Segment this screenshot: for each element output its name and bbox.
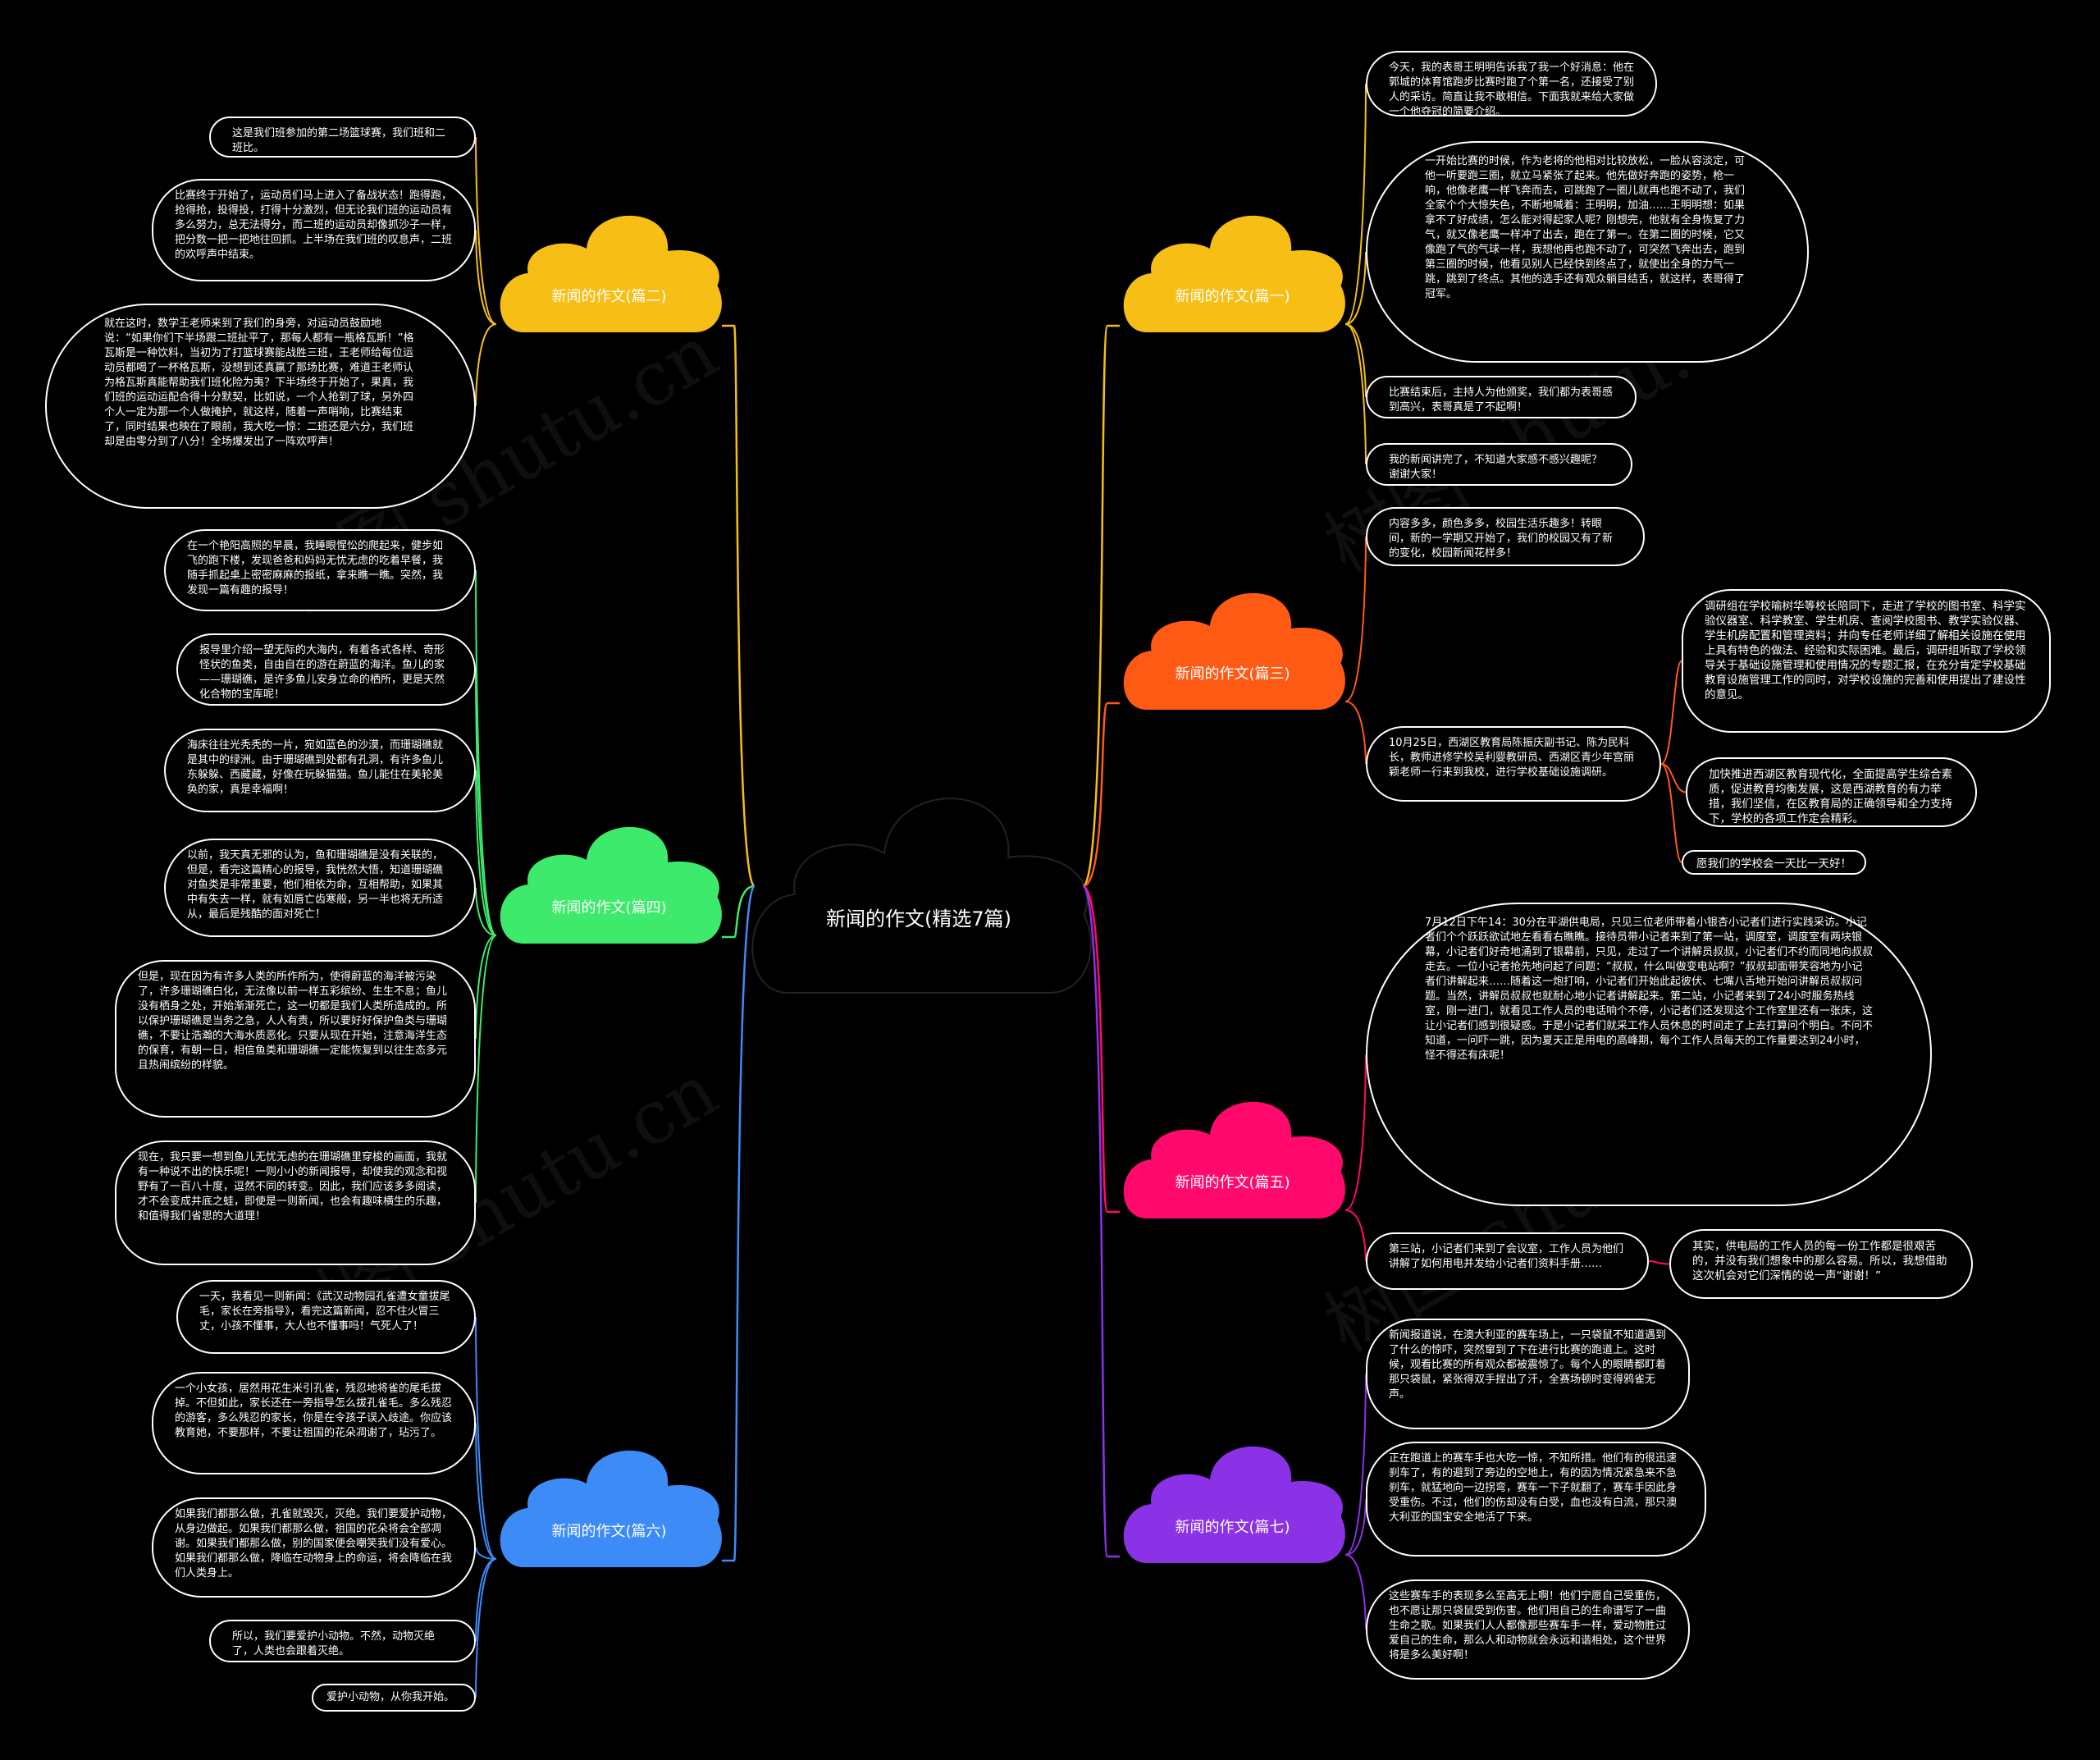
leaf-connector-b6	[475, 1423, 497, 1560]
branch-label-b6[interactable]: 新闻的作文(篇六)	[551, 1523, 667, 1540]
branch-label-b5[interactable]: 新闻的作文(篇五)	[1175, 1174, 1290, 1191]
leaf-connector-b3	[1344, 536, 1367, 702]
branch-cloud-b5	[1123, 1101, 1345, 1218]
subleaf-node-b3[interactable]: 调研组在学校喻树华等校长陪同下，走进了学校的图书室、科学实验仪器室、科学教室、学…	[1682, 589, 2051, 733]
leaf-connector-b7	[1344, 1554, 1367, 1630]
leaf-node-b6[interactable]: 一天，我看见一则新闻：《武汉动物园孔雀遭女童拔尾毛，家长在旁指导》，看完这篇新闻…	[176, 1280, 476, 1354]
subleaf-node-b3[interactable]: 愿我们的学校会一天比一天好！	[1682, 850, 1866, 875]
branch-cloud-b1	[1123, 215, 1345, 332]
leaf-node-b7[interactable]: 这些赛车手的表现多么至高无上啊！他们宁愿自己受重伤，也不愿让那只袋鼠受到伤害。他…	[1366, 1579, 1690, 1680]
subleaf-connector-b3	[1660, 763, 1682, 863]
branch-connector-b1	[1081, 324, 1120, 888]
leaf-node-b4[interactable]: 海床往往光秃秃的一片，宛如蓝色的沙漠，而珊瑚礁就是其中的绿洲。由于珊瑚礁到处都有…	[164, 729, 476, 812]
leaf-node-b1[interactable]: 今天，我的表哥王明明告诉我了我一个好消息：他在郭城的体育馆跑步比赛时跑了个第一名…	[1366, 51, 1657, 118]
leaf-connector-b1	[1344, 323, 1367, 465]
branch-cloud-b7	[1123, 1446, 1345, 1563]
leaf-connector-b4	[475, 569, 497, 936]
branch-cloud-b6	[500, 1450, 722, 1567]
leaf-connector-b4	[475, 935, 497, 1204]
leaf-node-b1[interactable]: 一开始比赛的时候，作为老将的他相对比较放松，一脸从容淡定，可他一听要跑三圈，就立…	[1366, 141, 1809, 363]
leaf-connector-b4	[475, 770, 497, 936]
leaf-node-b6[interactable]: 所以，我们要爱护小动物。不然，动物灭绝了，人类也会跟着灭绝。	[209, 1620, 476, 1662]
branch-label-b2[interactable]: 新闻的作文(篇二)	[551, 288, 667, 305]
leaf-node-b2[interactable]: 这是我们班参加的第二场篮球赛，我们班和二班比。	[209, 117, 476, 158]
branch-label-b4[interactable]: 新闻的作文(篇四)	[551, 899, 667, 917]
subleaf-connector-b3	[1660, 660, 1682, 765]
mindmap-title: 新闻的作文(精选7篇)	[826, 907, 1011, 930]
leaf-node-b3[interactable]: 10月25日，西湖区教育局陈振庆副书记、陈为民科长，教师进修学校吴利婴教研员、西…	[1366, 726, 1661, 802]
leaf-node-b3[interactable]: 内容多多，颜色多多，校园生活乐趣多！转眼间，新的一学期又开始了，我们的校园又有了…	[1366, 507, 1645, 566]
leaf-node-b5[interactable]: 7月12日下午14：30分在平湖供电局，只见三位老师带着小银杏小记者们进行实践采…	[1366, 903, 1932, 1206]
subleaf-connector-b5	[1648, 1260, 1670, 1265]
subleaf-connector-b3	[1660, 763, 1687, 793]
subleaf-node-b5[interactable]: 其实，供电局的工作人员的每一份工作都是很艰苦的，并没有我们想象中的那么容易。所以…	[1669, 1229, 1973, 1299]
leaf-connector-b1	[1344, 83, 1367, 325]
branch-cloud-b3	[1123, 592, 1345, 710]
leaf-connector-b3	[1344, 701, 1367, 765]
subleaf-node-b3[interactable]: 加快推进西湖区教育现代化，全面提高学生综合素质，促进教育均衡发展，这是西湖教育的…	[1686, 757, 1977, 827]
branch-label-b3[interactable]: 新闻的作文(篇三)	[1175, 665, 1290, 683]
leaf-node-b6[interactable]: 如果我们都那么做，孔雀就毁灭，灭绝。我们要爱护动物，从身边做起。如果我们都那么做…	[152, 1497, 476, 1598]
center-cloud	[751, 798, 1092, 994]
branch-label-b7[interactable]: 新闻的作文(篇七)	[1175, 1519, 1290, 1536]
leaf-node-b7[interactable]: 正在跑道上的赛车手也大吃一惊，不知所措。他们有的很迅速刹车了，有的避到了旁边的空…	[1366, 1442, 1706, 1557]
branch-connector-b6	[722, 885, 756, 1562]
branch-connector-b3	[1082, 702, 1120, 888]
branch-label-b1[interactable]: 新闻的作文(篇一)	[1175, 288, 1290, 305]
leaf-node-b6[interactable]: 一个小女孩，居然用花生米引孔雀，残忍地将雀的尾毛拔掉。不但如此，家长还在一旁指导…	[152, 1372, 476, 1474]
leaf-node-b2[interactable]: 就在这时，数学王老师来到了我们的身旁，对运动员鼓励地说：“如果你们下半场跟二班扯…	[45, 304, 476, 509]
leaf-node-b2[interactable]: 比赛终于开始了，运动员们马上进入了备战状态！跑得跑，抢得抢，投得投，打得十分激烈…	[152, 179, 476, 281]
leaf-connector-b5	[1344, 1054, 1367, 1211]
leaf-node-b4[interactable]: 但是，现在因为有许多人类的所作所为，使得蔚蓝的海洋被污染了，许多珊瑚礁白化，无法…	[115, 960, 476, 1118]
branch-connector-b4	[722, 885, 756, 939]
leaf-connector-b2	[475, 323, 497, 407]
leaf-node-b1[interactable]: 比赛结束后，主持人为他颁奖，我们都为表哥感到高兴，表哥真是了不起啊！	[1366, 376, 1637, 418]
leaf-connector-b7	[1344, 1374, 1367, 1556]
leaf-connector-b1	[1344, 323, 1367, 398]
leaf-node-b5[interactable]: 第三站，小记者们来到了会议室，工作人员为他们讲解了如何用电并发给小记者们资料手册…	[1366, 1232, 1649, 1290]
leaf-node-b6[interactable]: 爱护小动物，从你我开始。	[312, 1684, 476, 1712]
leaf-connector-b6	[475, 1547, 497, 1560]
leaf-node-b4[interactable]: 以前，我天真无邪的认为，鱼和珊瑚礁是没有关联的，但是，看完这篇精心的报导，我恍然…	[164, 839, 476, 937]
leaf-node-b4[interactable]: 现在，我只要一想到鱼儿无忧无虑的在珊瑚礁里穿梭的画面，我就有一种说不出的快乐呢！…	[115, 1141, 476, 1265]
leaf-node-b4[interactable]: 报导里介绍一望无际的大海内，有着各式各样、奇形怪状的鱼类，自由自在的游在蔚蓝的海…	[176, 633, 476, 706]
leaf-connector-b7	[1344, 1498, 1367, 1556]
leaf-connector-b4	[475, 887, 497, 936]
leaf-node-b7[interactable]: 新闻报道说，在澳大利亚的赛车场上，一只袋鼠不知道遇到了什么的惊吓，突然窜到了下在…	[1366, 1319, 1690, 1429]
leaf-connector-b2	[475, 230, 497, 325]
branch-connector-b7	[1081, 885, 1120, 1558]
leaf-node-b4[interactable]: 在一个艳阳高照的早晨，我睡眼惺忪的爬起来，健步如飞的跑下楼，发现爸爸和妈妈无忧无…	[164, 529, 476, 611]
leaf-node-b1[interactable]: 我的新闻讲完了，不知道大家感不感兴趣呢？谢谢大家！	[1366, 443, 1632, 486]
leaf-connector-b6	[475, 1316, 497, 1560]
branch-connector-b2	[722, 324, 756, 888]
leaf-connector-b6	[475, 1558, 497, 1642]
leaf-connector-b1	[1344, 251, 1367, 325]
branch-cloud-b4	[500, 826, 722, 944]
leaf-connector-b5	[1344, 1209, 1367, 1262]
branch-cloud-b2	[500, 215, 722, 332]
leaf-connector-b4	[475, 669, 497, 936]
leaf-connector-b4	[475, 935, 497, 1040]
leaf-connector-b6	[475, 1558, 497, 1698]
leaf-connector-b2	[475, 136, 497, 325]
branch-connector-b5	[1082, 885, 1120, 1214]
